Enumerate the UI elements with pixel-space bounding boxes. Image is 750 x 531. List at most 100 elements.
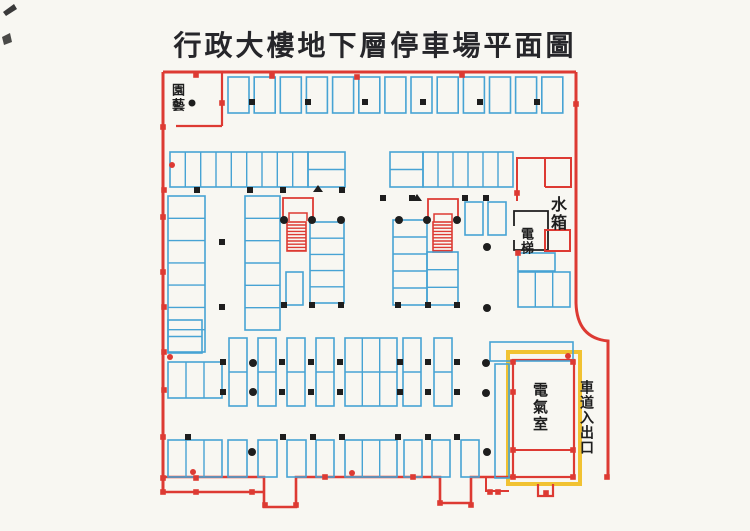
parking-stall-group <box>315 439 335 478</box>
column-marker <box>425 434 431 440</box>
column-marker-round <box>483 243 491 251</box>
electrical-room-outline <box>511 358 576 479</box>
column-marker <box>280 434 286 440</box>
wall-dot <box>604 474 610 480</box>
parking-stall <box>227 76 250 114</box>
parking-stall <box>462 76 486 114</box>
parking-stall <box>410 76 433 114</box>
triangle-marker <box>313 185 323 192</box>
wall-dot <box>161 304 167 310</box>
column-marker <box>247 187 253 193</box>
column-marker <box>337 359 343 365</box>
stall-divider <box>345 338 397 406</box>
stall-divider <box>534 272 554 307</box>
column-marker <box>425 359 431 365</box>
column-marker-round <box>188 99 196 107</box>
scan-mark <box>3 4 17 16</box>
parking-stall-group <box>517 271 571 308</box>
column-marker <box>337 389 343 395</box>
electrical-room-highlight <box>506 350 582 486</box>
garden-room-label: 園藝 <box>170 83 185 113</box>
wall-dot <box>193 72 199 78</box>
wall-dot <box>570 447 576 453</box>
stair-landing-outline <box>427 198 459 222</box>
column-marker <box>305 99 311 105</box>
stall-divider <box>245 217 280 309</box>
wall-dot <box>219 100 225 106</box>
column-marker <box>420 99 426 105</box>
column-marker <box>310 434 316 440</box>
wall-dot <box>570 474 576 480</box>
elevator-label: 電梯 <box>519 227 534 255</box>
column-marker-round <box>482 389 490 397</box>
parking-stall-group <box>285 271 304 306</box>
wall-dot <box>573 101 579 107</box>
stall-divider <box>437 152 499 187</box>
parking-stall-group <box>426 251 459 306</box>
column-marker <box>339 434 345 440</box>
column-marker-round <box>249 388 257 396</box>
stall-divider <box>168 217 205 331</box>
parking-stall-group <box>392 219 428 306</box>
column-marker <box>220 389 226 395</box>
water-tank-room-outline <box>516 157 572 201</box>
column-marker <box>454 359 460 365</box>
column-marker <box>395 434 401 440</box>
stair-landing-outline <box>282 197 314 221</box>
wall-dot <box>269 73 275 79</box>
wall-dot <box>160 489 166 495</box>
column-marker <box>220 359 226 365</box>
wall-dot-round <box>169 162 175 168</box>
wall-dot <box>437 500 443 506</box>
parking-stall-group <box>286 439 307 478</box>
wall-dot <box>161 387 167 393</box>
stall-divider <box>393 236 427 289</box>
column-marker <box>281 302 287 308</box>
triangle-marker <box>412 194 422 201</box>
wall-dot-round <box>190 469 196 475</box>
column-marker <box>477 99 483 105</box>
column-marker <box>380 195 386 201</box>
column-marker <box>279 359 285 365</box>
column-marker <box>397 389 403 395</box>
parking-stall-group <box>309 221 345 304</box>
parking-stall <box>540 76 564 114</box>
column-marker-round <box>248 448 256 456</box>
column-marker <box>454 434 460 440</box>
stair-tread-lines <box>433 224 452 252</box>
column-marker <box>462 195 468 201</box>
wall-dot <box>160 124 166 130</box>
wall-dot <box>515 250 521 256</box>
wall-dot <box>160 269 166 275</box>
stair-landing-inner <box>433 213 453 222</box>
wall-dot-round <box>565 353 571 359</box>
parking-stall <box>357 76 381 114</box>
column-marker <box>185 434 191 440</box>
parking-stall <box>384 76 407 114</box>
column-marker <box>219 304 225 310</box>
column-marker <box>425 302 431 308</box>
column-marker <box>425 389 431 395</box>
stall-divider <box>185 362 205 398</box>
wall-dot <box>160 434 166 440</box>
parking-stall-group <box>487 201 507 236</box>
service-box-outline <box>544 229 571 252</box>
wall-joint-dots <box>160 72 610 508</box>
column-marker-round <box>482 359 490 367</box>
garden-room-outline <box>176 73 224 128</box>
parking-stall <box>436 76 460 114</box>
column-marker <box>339 187 345 193</box>
stall-divider <box>184 152 294 187</box>
column-marker <box>362 99 368 105</box>
parking-stall <box>253 76 276 114</box>
column-marker <box>308 359 314 365</box>
column-marker-round <box>337 216 345 224</box>
electrical-room <box>511 358 576 498</box>
wall-dot <box>468 502 474 508</box>
south-wall-stub <box>485 477 509 492</box>
wall-dot <box>293 502 299 508</box>
column-marker <box>534 99 540 105</box>
wall-dot <box>322 474 328 480</box>
